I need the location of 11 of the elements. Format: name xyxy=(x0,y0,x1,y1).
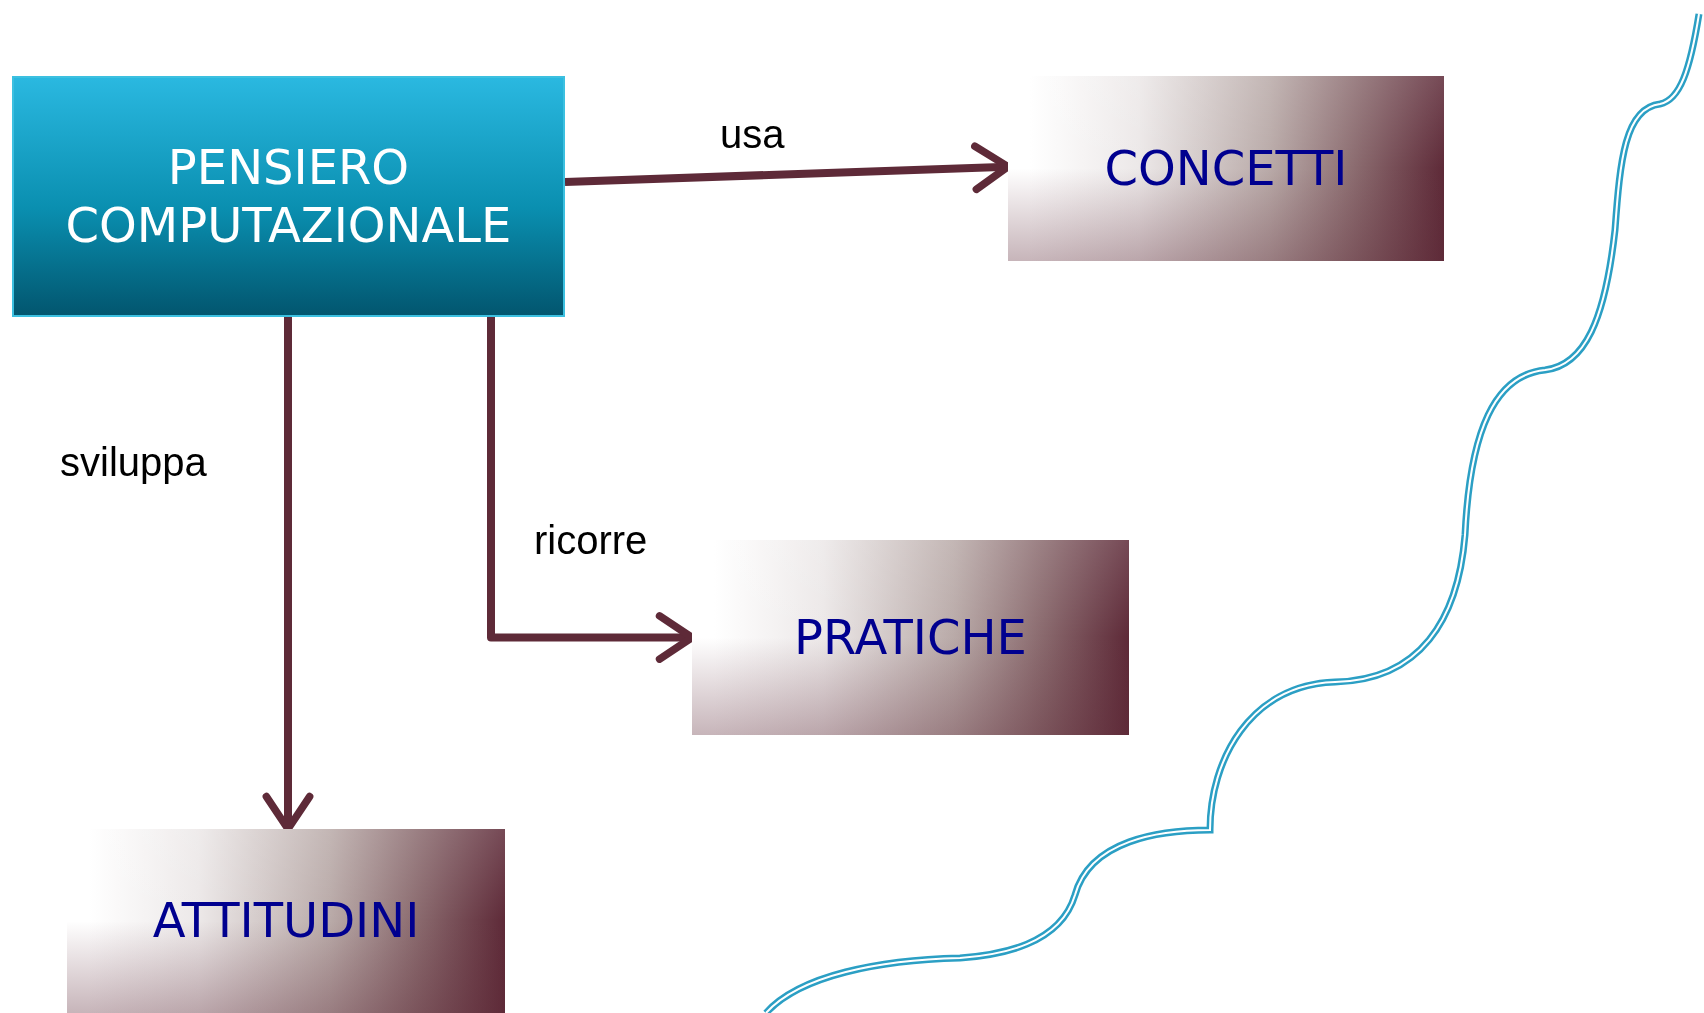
edge-label: ricorre xyxy=(534,518,648,563)
concept-box xyxy=(1008,76,1444,261)
concept-box xyxy=(67,829,505,1013)
box-title: ATTITUDINI xyxy=(152,892,420,950)
concept-box xyxy=(12,76,565,317)
edge-label: sviluppa xyxy=(60,440,207,485)
box-title: PRATICHE xyxy=(794,608,1027,667)
concept-box xyxy=(692,540,1129,735)
edge-label: usa xyxy=(720,112,785,157)
box-title: PENSIERO COMPUTAZIONALE xyxy=(64,138,513,255)
box-title: CONCETTI xyxy=(1104,139,1348,198)
